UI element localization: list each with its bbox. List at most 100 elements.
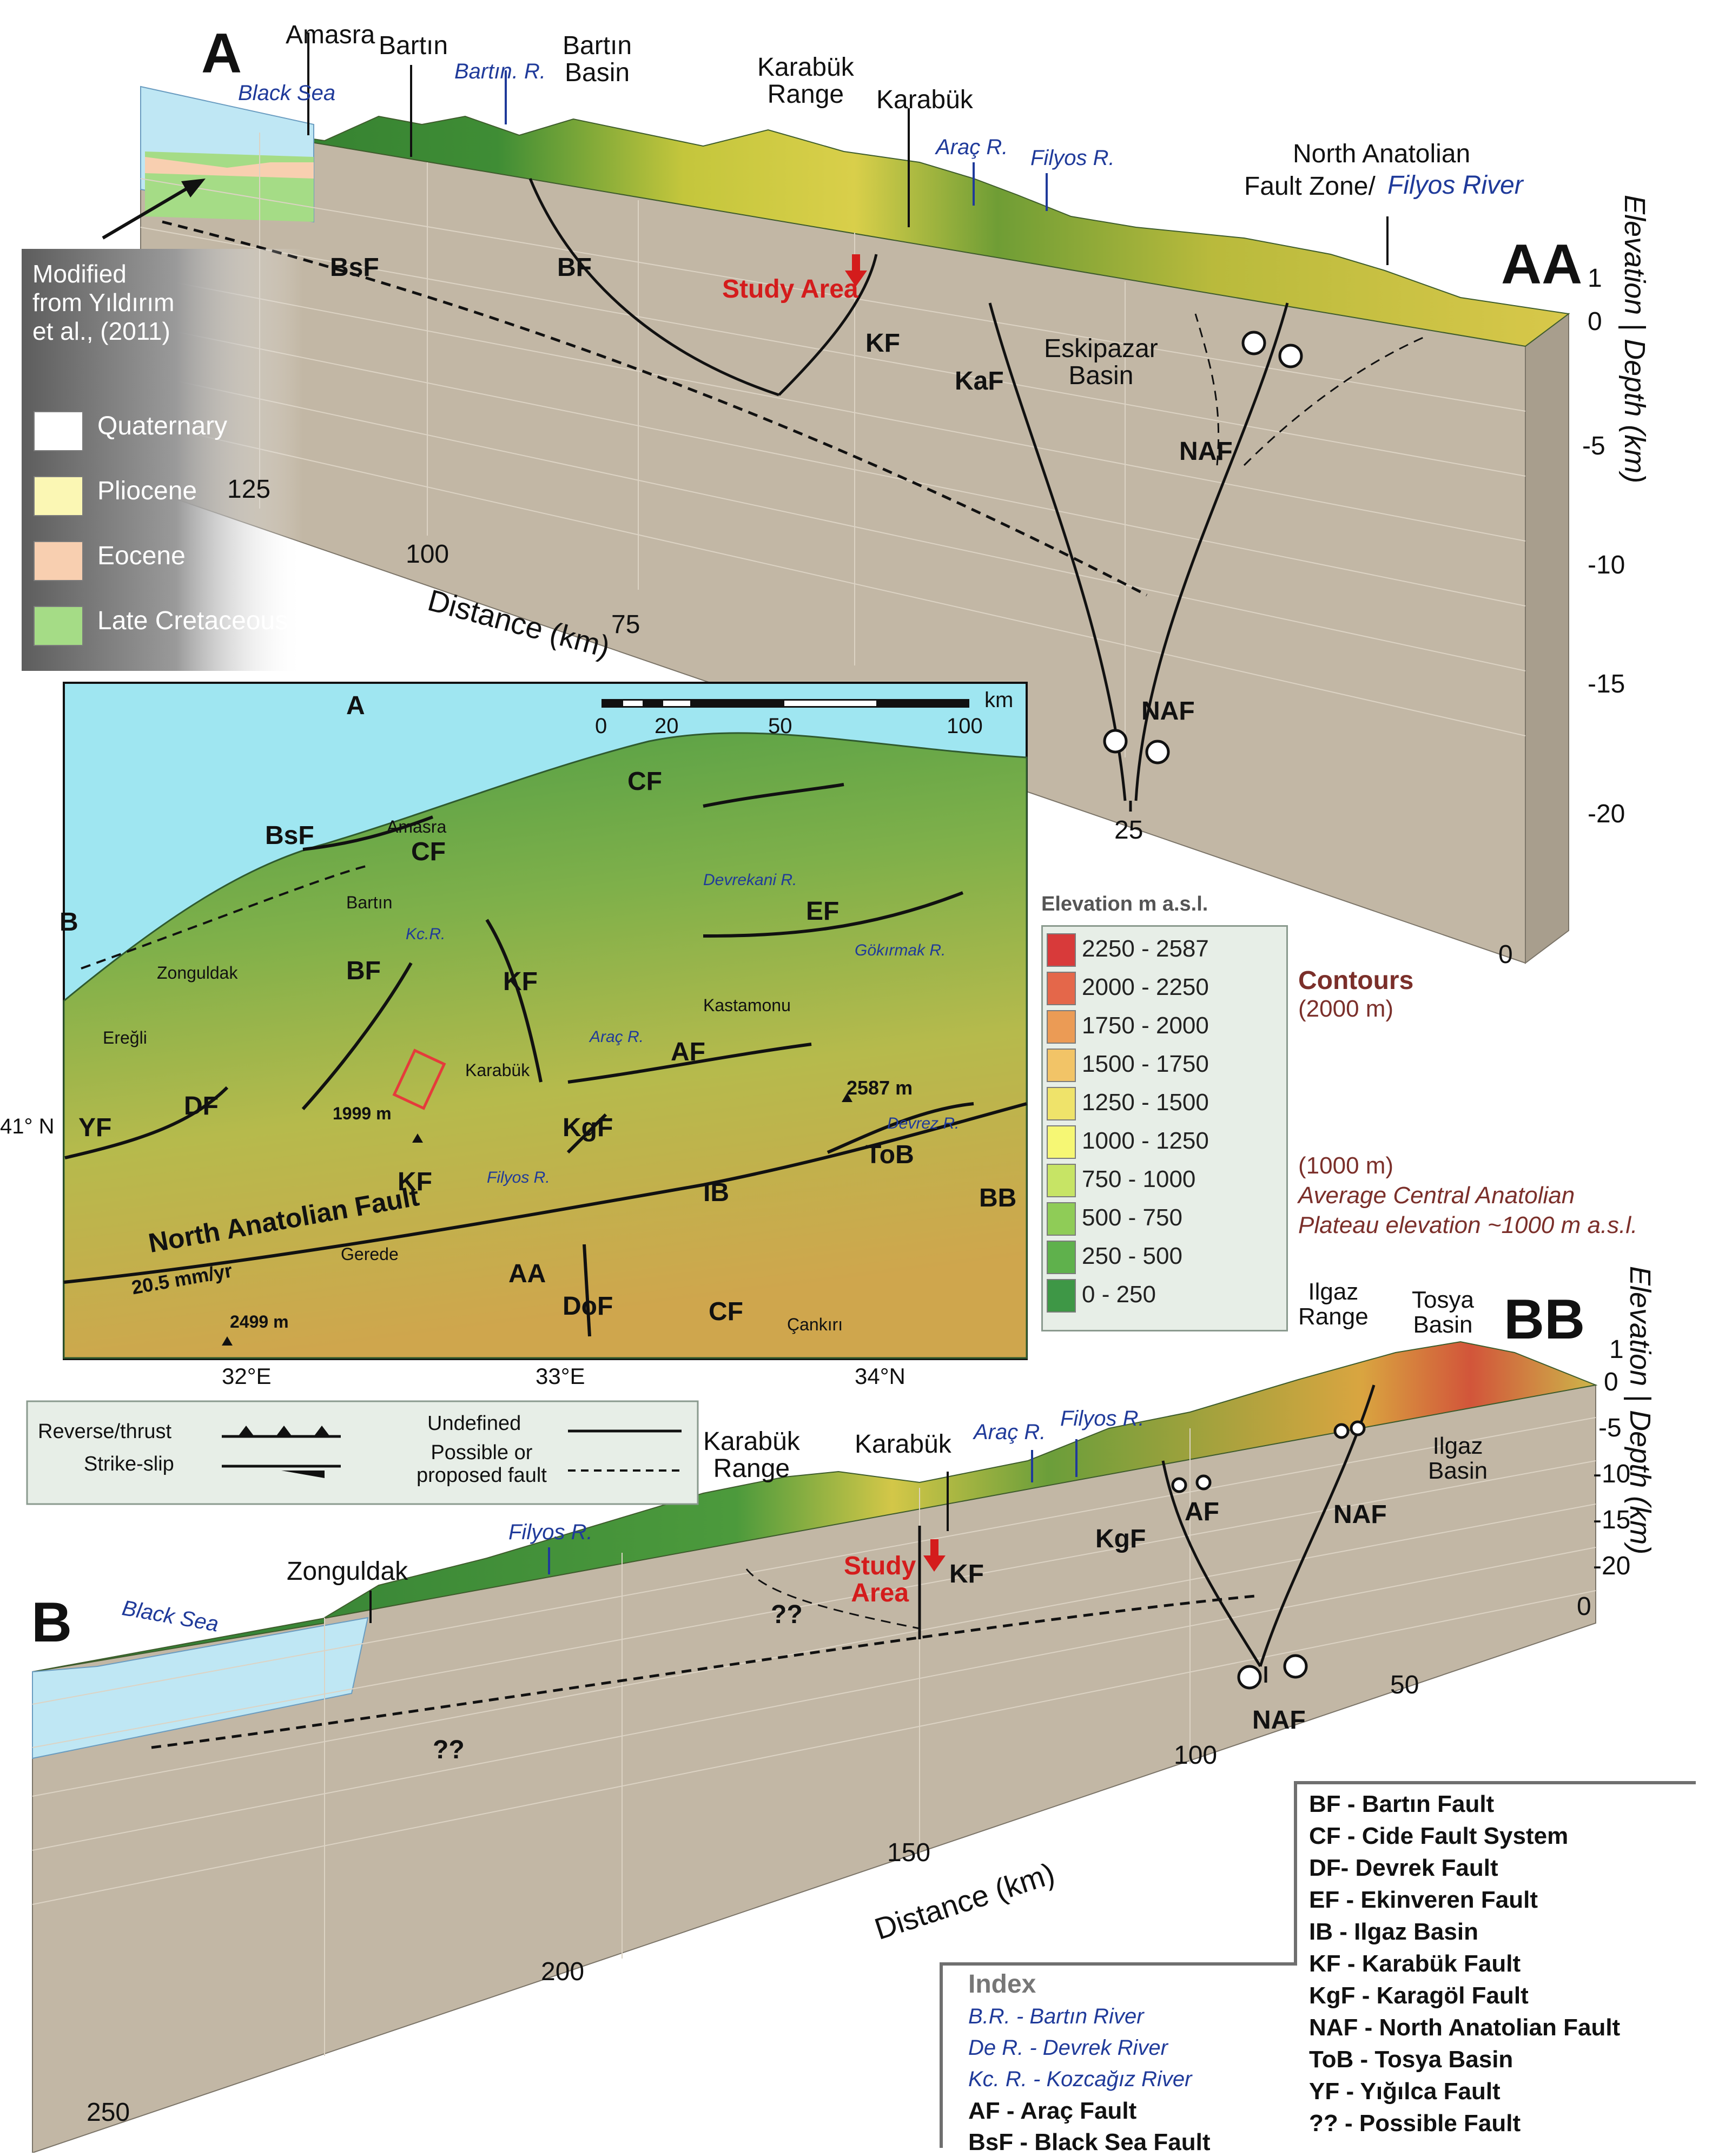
b-river-arac: Araç R. <box>974 1420 1046 1444</box>
geology-source-note: Modified from Yıldırım et al., (2011) <box>32 260 175 345</box>
map-city-karabuk: Karabük <box>465 1060 530 1080</box>
map-lon-32: 32°E <box>222 1363 272 1389</box>
block-a-pointers <box>102 32 1389 265</box>
map-section-a: A <box>346 691 365 720</box>
panel-a-y-tick-5: -15 <box>1588 670 1625 698</box>
map-scale-0: 0 <box>595 714 607 738</box>
elevation-range-label: 0 - 250 <box>1082 1281 1156 1308</box>
panel-a-distance-100: 100 <box>406 540 450 569</box>
panel-a-y-tick-3: -5 <box>1582 432 1605 460</box>
elevation-range-label: 1250 - 1500 <box>1082 1089 1209 1116</box>
b-river-filyos-2: Filyos R. <box>1060 1407 1145 1430</box>
strike-slip-legend-arrow <box>281 1471 325 1478</box>
map-fault-df: DF <box>184 1092 219 1120</box>
elevation-range-label: 500 - 750 <box>1082 1204 1182 1231</box>
elevation-swatch-fill <box>1047 1241 1076 1274</box>
block-a-study-arrow <box>845 254 867 287</box>
map-fault-bsf: BsF <box>265 821 314 850</box>
panel-b-y-tick-5: -15 <box>1593 1506 1631 1534</box>
panel-b-y-tick-4: -10 <box>1593 1460 1631 1488</box>
b-river-filyos-1: Filyos R. <box>508 1520 593 1544</box>
panel-a-y-tick-2: 0 <box>1588 307 1602 336</box>
index-fault-entry: IB - Ilgaz Basin <box>1309 1918 1478 1945</box>
river-arac-a: Araç R. <box>936 135 1008 159</box>
map-scale-20: 20 <box>655 714 679 738</box>
index-fault-entry: ToB - Tosya Basin <box>1309 2046 1513 2073</box>
block-a <box>102 32 1570 964</box>
map-lat-label: 41° N <box>0 1115 55 1138</box>
panel-a-y-tick-1: 1 <box>1588 264 1602 293</box>
place-bartin: Bartın <box>379 31 448 60</box>
map-peak-2587 <box>842 1093 852 1102</box>
fault-legend <box>26 1400 699 1505</box>
panel-a-y-tick-6: -20 <box>1588 800 1625 828</box>
map-river-gokirmak: Gökırmak R. <box>855 941 946 959</box>
map-city-eregli: Ereğli <box>103 1028 147 1047</box>
fault-kf-a: KF <box>865 329 900 358</box>
map-city-amasra: Amasra <box>387 817 447 836</box>
elevation-range-label: 2250 - 2587 <box>1082 935 1209 962</box>
b-fault-kf: KF <box>949 1560 984 1588</box>
panel-b-y-tick-1: 1 <box>1609 1335 1624 1364</box>
b-fault-af: AF <box>1185 1498 1219 1526</box>
map-scale-unit: km <box>984 688 1014 712</box>
panel-b-y-tick-6: -20 <box>1593 1552 1631 1580</box>
panel-a-distance-25: 25 <box>1114 816 1143 845</box>
b-place-ilgaz-range: Ilgaz Range <box>1298 1278 1369 1330</box>
elevation-swatch-fill <box>1047 1164 1076 1197</box>
map-scale-50: 50 <box>768 714 792 738</box>
fault-legend-box <box>26 1400 699 1505</box>
elevation-swatch-fill <box>1047 1202 1076 1236</box>
fault-bf-a: BF <box>557 253 592 282</box>
map-city-kastamonu: Kastamonu <box>703 995 791 1015</box>
elevation-legend-box <box>1041 925 1288 1331</box>
map-fault-kf1: KF <box>503 967 538 996</box>
place-naf-zone-line1: North Anatolian <box>1293 140 1471 168</box>
map-peak-2499-label: 2499 m <box>230 1312 289 1331</box>
b-place-tosya-basin: Tosya Basin <box>1412 1287 1474 1339</box>
place-amasra: Amasra <box>286 21 375 49</box>
river-bartin-a: Bartın. R. <box>454 60 546 83</box>
panel-b-distance-250: 250 <box>87 2098 130 2127</box>
panel-aa-letter: AA <box>1501 233 1583 296</box>
geology-label-late-cretaceous: Late Cretaceous <box>97 606 288 635</box>
map-section-aa: AA <box>508 1260 546 1288</box>
study-area-a: Study Area <box>722 275 858 304</box>
index-fault-entry: EF - Ekinveren Fault <box>1309 1887 1538 1913</box>
geology-swatch-pliocene <box>34 476 83 516</box>
map-peak-1999-label: 1999 m <box>333 1104 392 1123</box>
block-a-eocene <box>145 157 314 179</box>
map-fault-kgf: KgF <box>563 1113 613 1142</box>
plateau-note-line2: Plateau elevation ~1000 m a.s.l. <box>1298 1212 1638 1238</box>
index-fault-af: AF - Araç Fault <box>968 2098 1137 2124</box>
elevation-swatch-fill <box>1047 1087 1076 1120</box>
map-peak-2499 <box>222 1336 233 1346</box>
geology-swatch-eocene <box>34 541 83 581</box>
geology-swatch-late-cretaceous <box>34 606 83 646</box>
river-filyos-a: Filyos R. <box>1030 146 1115 170</box>
legend-strike-slip-label: Strike-slip <box>84 1453 174 1475</box>
contours-title: Contours <box>1298 966 1414 995</box>
b-fault-kgf: KgF <box>1095 1525 1146 1553</box>
map-fault-yf: YF <box>78 1113 112 1142</box>
map-inset <box>63 682 1028 1360</box>
map-section-b: B <box>60 908 78 937</box>
map-peak-1999 <box>412 1133 423 1143</box>
map-fault-ef: EF <box>806 897 840 926</box>
panel-b-distance-100: 100 <box>1174 1741 1218 1770</box>
panel-a-distance-75: 75 <box>611 610 640 639</box>
map-fault-cf1: CF <box>627 767 662 796</box>
elevation-swatch-fill <box>1047 1049 1076 1082</box>
index-river-kozcagiz: Kc. R. - Kozcağız River <box>968 2067 1192 2091</box>
geology-label-quaternary: Quaternary <box>97 412 228 440</box>
panel-a-y-tick-4: -10 <box>1588 551 1625 579</box>
place-karabuk-range: Karabük Range <box>757 53 854 109</box>
fault-naf-a-upper: NAF <box>1179 437 1233 466</box>
map-lon-33: 33°E <box>536 1363 585 1389</box>
map-city-gerede: Gerede <box>341 1244 399 1264</box>
panel-b-distance-150: 150 <box>887 1838 931 1867</box>
elevation-legend-title: Elevation m a.s.l. <box>1041 893 1208 915</box>
fault-naf-a-lower: NAF <box>1141 697 1195 726</box>
b-place-karabuk: Karabük <box>855 1430 951 1459</box>
elevation-swatch-fill <box>1047 933 1076 967</box>
